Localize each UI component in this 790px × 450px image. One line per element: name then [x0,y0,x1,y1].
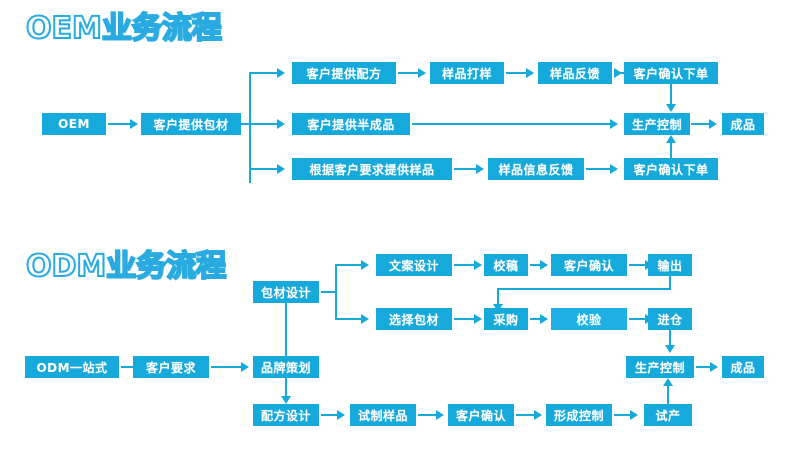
oem-connector-r3-to-production [670,143,672,158]
odm-package-branch-bottom-line [335,318,361,320]
odm-connector-formula-trial [321,414,341,416]
odm-connector-output-to-purchase [497,288,499,306]
odm-package-branch-top-arrow [361,260,369,270]
odm-arrow-trialprod-production [663,378,673,386]
oem-arrow-r2-long [610,119,618,129]
odm-node-select-package[interactable]: 选择包材 [376,308,452,330]
oem-node-branch1-2[interactable]: 样品打样 [430,62,504,84]
odm-arrow-proofread-confirm [540,260,548,270]
odm-package-branch-top-line [335,264,361,266]
odm-node-branding[interactable]: 品牌策划 [253,356,319,378]
odm-package-branch-bottom-arrow [361,314,369,324]
odm-connector-requirement-branding [211,366,247,368]
odm-connector-production-finished [696,366,712,368]
oem-node-branch1-3[interactable]: 样品反馈 [538,62,612,84]
odm-connector-copy-proofread [454,264,474,266]
oem-arrow-start-packaging [130,119,138,129]
oem-node-branch3-1[interactable]: 根据客户要求提供样品 [292,158,452,180]
odm-node-trial-sample[interactable]: 试制样品 [350,404,416,426]
oem-connector-r2-long [412,123,610,125]
odm-arrow-warehouse-production [665,345,675,353]
oem-connector-r1-to-production [670,84,672,105]
oem-arrow-r3-a [476,164,484,174]
odm-node-finished[interactable]: 成品 [722,356,764,378]
odm-connector-confirm-formcontrol [516,414,536,416]
odm-connector-branding-formula [285,378,287,398]
oem-arrow-r3-b [610,164,618,174]
oem-node-packaging[interactable]: 客户提供包材 [141,113,241,135]
oem-connector-production-finished [691,123,709,125]
oem-branch3-line [249,168,277,170]
oem-branch1-line [249,72,277,74]
odm-section-title: ODM业务流程 [25,249,227,284]
oem-connector-r3-a [454,168,476,170]
odm-node-package-design[interactable]: 包材设计 [253,281,319,303]
oem-connector-r3-b [586,168,610,170]
odm-node-customer-confirm-bottom[interactable]: 客户确认 [448,404,514,426]
odm-arrow-production-finished [710,362,718,372]
odm-connector-output-left [497,288,671,290]
odm-connector-trial-confirm [418,414,438,416]
odm-arrow-branding-formula [281,396,291,404]
odm-arrow-confirm-formcontrol [534,410,542,420]
odm-node-formula-design[interactable]: 配方设计 [253,404,319,426]
oem-branch1-arrow [277,68,285,78]
oem-node-branch3-2[interactable]: 样品信息反馈 [488,158,584,180]
odm-connector-purchase-inspection [530,318,544,320]
odm-node-proofread[interactable]: 校稿 [484,254,528,276]
odm-node-warehouse[interactable]: 进仓 [648,308,692,330]
oem-arrow-r1-to-production [666,104,676,112]
odm-node-purchase[interactable]: 采购 [484,308,528,330]
odm-node-form-control[interactable]: 形成控制 [546,404,612,426]
oem-branch2-line [249,123,277,125]
oem-connector-r1-b [506,72,526,74]
odm-node-inspection[interactable]: 校验 [551,308,627,330]
oem-connector-r1-a [398,72,418,74]
odm-arrow-formcontrol-trialprod [630,410,638,420]
odm-arrow-select-purchase [474,314,482,324]
odm-node-trial-production[interactable]: 试产 [644,404,692,426]
oem-node-branch3-3[interactable]: 客户确认下单 [624,158,718,180]
odm-node-start[interactable]: ODM一站式 [25,356,119,378]
odm-connector-inspection-warehouse [629,318,647,320]
oem-node-branch1-1[interactable]: 客户提供配方 [292,62,396,84]
odm-connector-select-purchase [454,318,474,320]
odm-node-customer-confirm-top[interactable]: 客户确认 [551,254,627,276]
oem-branch-stub [241,123,251,125]
odm-node-copy-design[interactable]: 文案设计 [376,254,452,276]
oem-connector-start-packaging [108,123,130,125]
odm-connector-output-down [669,276,671,289]
oem-node-branch1-4[interactable]: 客户确认下单 [624,62,718,84]
oem-section-title: OEM业务流程 [25,11,223,46]
odm-connector-trialprod-production [667,386,669,404]
oem-arrow-r1-a [418,68,426,78]
oem-arrow-r1-b [526,68,534,78]
odm-connector-confirm-output [629,264,647,266]
odm-package-branch-stub [321,291,337,293]
oem-arrow-r1-c [614,68,622,78]
odm-connector-formcontrol-trialprod [614,414,634,416]
odm-connector-warehouse-production [669,330,671,347]
odm-arrow-purchase-inspection [540,314,548,324]
odm-node-output[interactable]: 输出 [648,254,692,276]
oem-node-branch2-1[interactable]: 客户提供半成品 [292,113,410,135]
odm-connector-branding-package [285,300,287,356]
oem-node-production[interactable]: 生产控制 [624,113,690,135]
oem-branch-trunk [249,73,251,183]
odm-arrow-copy-proofread [474,260,482,270]
odm-arrow-requirement-branding [241,362,249,372]
odm-arrow-trial-confirm [436,410,444,420]
oem-branch2-arrow [277,119,285,129]
odm-arrow-formula-trial [337,410,345,420]
oem-arrow-production-finished [709,119,717,129]
odm-connector-start-requirement [121,366,139,368]
odm-node-production[interactable]: 生产控制 [626,356,694,378]
odm-node-requirement[interactable]: 客户要求 [133,356,209,378]
odm-package-branch-trunk [335,265,337,320]
oem-node-finished[interactable]: 成品 [722,113,764,135]
oem-arrow-r3-to-production [666,135,676,143]
oem-branch3-arrow [277,164,285,174]
odm-connector-proofread-confirm [530,264,544,266]
oem-node-start[interactable]: OEM [42,113,106,135]
